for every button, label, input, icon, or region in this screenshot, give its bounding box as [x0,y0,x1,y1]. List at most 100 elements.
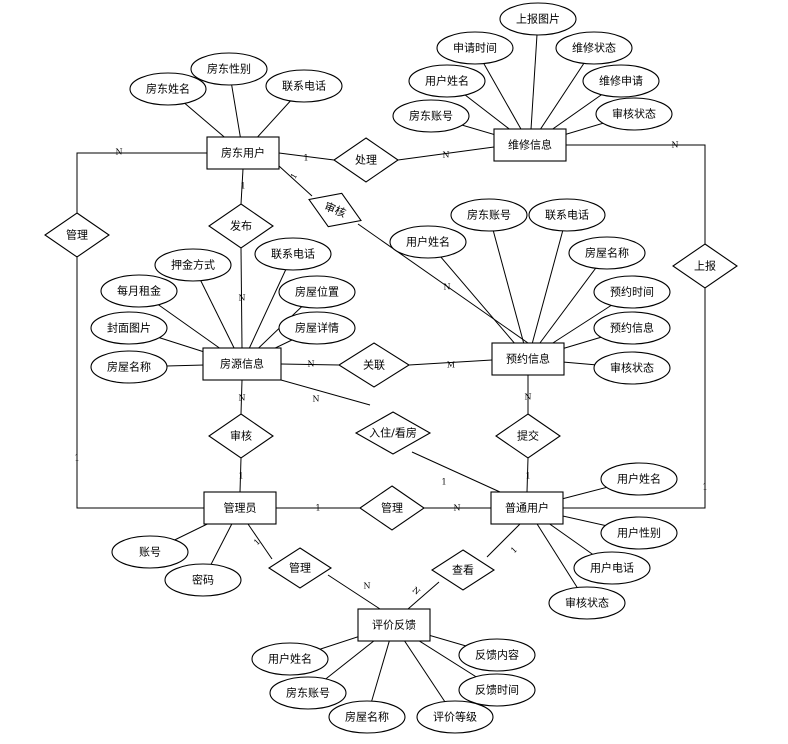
relationship-view-label: 查看 [452,563,474,577]
edge-user-view [486,523,521,558]
attribute-user-0-label: 用户姓名 [617,472,661,486]
attribute-listing-6 [90,350,168,384]
attribute-feedback-0 [251,642,329,676]
edge-landlord-publish [240,168,244,205]
attribute-feedback-1-label: 反馈内容 [475,648,519,662]
attribute-admin-0-label: 账号 [139,546,161,559]
entity-booking-label: 预约信息 [506,352,550,366]
cardinality-label: N [525,393,532,402]
edge-listing-checkin [280,379,371,406]
attribute-repair-6 [595,97,673,131]
cardinality-label: 1 [238,472,243,481]
edge-repair-attr-0 [529,18,539,146]
entity-landlord-label: 房东用户 [221,146,265,160]
attribute-user-2-label: 用户电话 [590,561,634,575]
cardinality-label: N [444,283,451,292]
attribute-landlord-2 [265,69,343,103]
attribute-admin-1-label: 密码 [192,573,214,587]
attribute-user-3 [548,586,626,620]
relationship-manage_feedback-label: 管理 [289,561,311,575]
cardinality-label: 1 [441,478,446,487]
edge-listing-associate [280,363,340,366]
attribute-feedback-3-label: 反馈时间 [475,684,519,697]
cardinality-label: 1 [74,454,79,463]
attribute-feedback-1 [458,638,536,672]
cardinality-label: N [672,141,679,150]
edge-booking-attr-1 [527,214,568,360]
attribute-repair-2-label: 维修状态 [572,41,616,55]
attribute-booking-5-label: 预约信息 [610,321,654,335]
relationship-report [672,243,738,289]
attribute-listing-6-label: 房屋名称 [107,360,151,374]
attribute-listing-5-label: 房屋详情 [295,321,339,335]
attribute-booking-1-label: 联系电话 [545,209,589,222]
cardinality-label: N [239,394,246,403]
attribute-booking-1 [528,198,606,232]
attribute-listing-5 [278,311,356,345]
attribute-user-1-label: 用户性别 [617,526,661,540]
cardinality-label: 1 [509,545,519,555]
relationship-handle-label: 处理 [355,154,377,167]
attribute-repair-3 [408,64,486,98]
edge-landlord-audit [278,165,313,197]
edge-submit-user [526,457,529,493]
attribute-listing-4-label: 封面图片 [107,321,151,335]
edge-associate-booking [408,359,493,366]
edge-handle-repair [397,146,495,161]
relationship-manage_left [44,212,110,258]
attribute-feedback-4-label: 房屋名称 [345,710,389,724]
attribute-listing-0 [154,248,232,282]
attribute-landlord-1-label: 房东性别 [207,62,251,76]
attribute-listing-0-label: 押金方式 [171,258,215,272]
attribute-admin-1 [164,563,242,597]
cardinality-label: 1 [289,172,299,181]
cardinality-label: 1 [525,472,530,481]
attribute-booking-5 [593,311,671,345]
attribute-listing-3-label: 房屋位置 [295,285,339,299]
relationship-publish-label: 发布 [230,219,252,233]
cardinality-label: N [410,585,421,596]
relationship-associate-label: 关联 [363,358,385,372]
edge-manage-admin [76,257,204,509]
cardinality-label: 1 [315,504,320,513]
attribute-repair-0-label: 上报图片 [516,12,560,26]
relationship-audit_listing [208,413,274,459]
edge-repair-report [566,144,706,244]
edge-publish-listing [240,247,243,349]
attribute-listing-3 [278,275,356,309]
attribute-repair-4-label: 维修申请 [599,74,643,88]
cardinality-label: M [447,361,455,370]
attribute-repair-5 [392,99,470,133]
attribute-repair-2 [555,31,633,65]
attribute-booking-6 [593,351,671,385]
attribute-landlord-2-label: 联系电话 [282,80,326,93]
entity-repair-label: 维修信息 [508,138,552,152]
relationship-report-label: 上报 [694,259,716,273]
cardinality-label: N [313,395,320,404]
attribute-booking-4 [593,275,671,309]
edge-audit-booking [357,223,529,344]
attribute-feedback-0-label: 用户姓名 [268,652,312,666]
attribute-feedback-5 [416,700,494,734]
attribute-listing-4 [90,311,168,345]
relationship-handle [333,137,399,183]
attribute-repair-4 [582,64,660,98]
edge-listing-auditlisting [240,379,243,415]
attribute-listing-1-label: 联系电话 [271,248,315,261]
entity-user-label: 普通用户 [505,501,549,515]
relationship-view [430,549,496,591]
attribute-user-1 [600,516,678,550]
attribute-landlord-1 [190,52,268,86]
attribute-repair-3-label: 用户姓名 [425,74,469,88]
relationship-manage_feedback [267,547,333,589]
relationship-associate [337,342,411,388]
cardinality-label: N [239,294,246,303]
attribute-booking-0-label: 房东账号 [467,209,511,222]
edge-landlord-manage [76,152,207,213]
entity-landlord [206,136,280,170]
relationship-manage_left-label: 管理 [66,228,88,242]
attribute-repair-0 [499,2,577,36]
attribute-repair-6-label: 审核状态 [612,107,656,121]
attribute-user-2 [573,551,651,585]
